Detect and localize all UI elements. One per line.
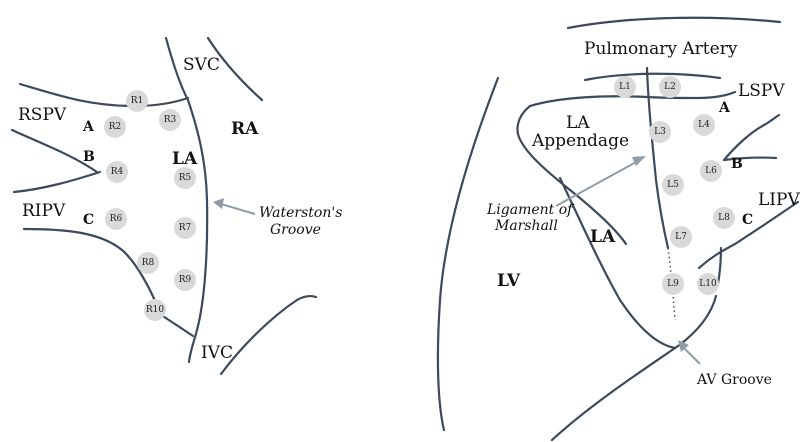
label-ligament-line2: Marshall	[494, 218, 558, 234]
svg-text:L5: L5	[667, 180, 679, 190]
svg-text:L10: L10	[699, 279, 717, 289]
svg-text:L3: L3	[654, 127, 666, 137]
marker-r6: R6	[105, 208, 127, 230]
ivc-right-wall	[219, 294, 318, 376]
label-av-groove: AV Groove	[696, 372, 772, 388]
pulmonary-artery-top	[566, 16, 782, 30]
svg-text:R1: R1	[131, 96, 144, 106]
marker-l5: L5	[662, 174, 684, 196]
marker-r3: R3	[159, 109, 181, 131]
marker-l6: L6	[700, 160, 722, 182]
marker-l1: L1	[614, 76, 636, 98]
svg-text:L8: L8	[718, 213, 730, 223]
marker-r5: R5	[174, 167, 196, 189]
svg-text:R6: R6	[110, 214, 123, 224]
right-view-panel: SVC RA LA RSPV RIPV IVC A B C Waterston'…	[10, 36, 342, 376]
marker-l9: L9	[662, 273, 684, 295]
svg-text:L7: L7	[675, 232, 687, 242]
marker-l10: L10	[697, 273, 719, 295]
la-appendage-left-edge	[516, 104, 628, 246]
rspv-upper-border	[18, 82, 190, 108]
marker-l8: L8	[713, 207, 735, 229]
svg-text:R10: R10	[146, 305, 165, 315]
svg-text:R4: R4	[111, 167, 124, 177]
svg-text:R2: R2	[109, 122, 122, 132]
label-region-a-right: A	[82, 119, 95, 135]
av-groove-line	[550, 294, 718, 442]
svg-text:L4: L4	[698, 120, 710, 130]
b-region-border	[722, 156, 778, 162]
label-region-c-left: C	[742, 212, 753, 228]
la-appendage-outline	[528, 90, 737, 108]
av-groove-arrow-head	[678, 340, 689, 352]
label-region-b-left: B	[731, 156, 743, 172]
label-ra: RA	[231, 119, 259, 139]
label-ivc: IVC	[201, 343, 233, 363]
label-region-a-left: A	[718, 100, 731, 116]
left-view-panel: Pulmonary Artery LSPV LIPV LA Appendage …	[436, 16, 800, 442]
label-waterstons-line1: Waterston's	[259, 205, 342, 221]
marker-l2: L2	[659, 76, 681, 98]
label-svc: SVC	[183, 55, 220, 75]
svg-text:R7: R7	[179, 223, 192, 233]
label-la-right: LA	[172, 149, 198, 169]
label-lipv: LIPV	[758, 190, 800, 210]
label-lspv: LSPV	[738, 81, 785, 101]
waterston-arrow-shaft	[220, 203, 256, 215]
lspv-lower-border	[722, 113, 781, 162]
marker-r1: R1	[126, 90, 148, 112]
waterston-arrow-head	[213, 198, 224, 209]
pulmonary-artery-bottom	[583, 72, 722, 82]
svg-text:L6: L6	[705, 166, 717, 176]
marshall-arrow-head	[632, 156, 646, 166]
label-lv: LV	[497, 271, 521, 291]
svg-text:L2: L2	[664, 82, 676, 92]
marker-r4: R4	[106, 161, 128, 183]
label-la-left: LA	[590, 227, 616, 247]
svg-text:R5: R5	[179, 173, 192, 183]
lv-outer-contour	[436, 76, 500, 432]
label-ligament-line1: Ligament of	[486, 202, 575, 218]
label-pulmonary-artery: Pulmonary Artery	[584, 39, 738, 59]
label-region-b-right: B	[83, 149, 95, 165]
marker-l7: L7	[670, 226, 692, 248]
label-region-c-right: C	[83, 212, 94, 228]
marker-l3: L3	[649, 121, 671, 143]
marker-r9: R9	[174, 269, 196, 291]
svg-text:L9: L9	[667, 279, 679, 289]
b-lower-border	[12, 170, 102, 194]
marker-r2: R2	[104, 116, 126, 138]
la-ventricle-boundary	[558, 176, 677, 350]
marker-l4: L4	[693, 114, 715, 136]
label-rspv: RSPV	[18, 105, 67, 125]
svg-text:R8: R8	[142, 258, 155, 268]
av-groove-arrow-shaft	[682, 346, 701, 365]
marker-r8: R8	[137, 252, 159, 274]
label-ripv: RIPV	[22, 201, 66, 221]
marker-r7: R7	[174, 217, 196, 239]
lipv-border	[697, 200, 800, 270]
ripv-border	[22, 227, 160, 310]
svc-waterston-contour	[164, 36, 209, 364]
label-appendage-line2: Appendage	[531, 131, 629, 151]
svg-text:R3: R3	[164, 115, 177, 125]
svg-text:L1: L1	[619, 82, 631, 92]
ligament-vein-line	[645, 66, 670, 250]
svg-text:R9: R9	[179, 275, 192, 285]
label-appendage-line1: LA	[566, 113, 590, 133]
marshall-arrow-shaft	[555, 160, 639, 207]
svc-right-wall	[206, 36, 264, 102]
label-waterstons-line2: Groove	[270, 222, 321, 238]
marker-r10: R10	[144, 299, 166, 321]
rspv-lower-border	[10, 128, 99, 174]
